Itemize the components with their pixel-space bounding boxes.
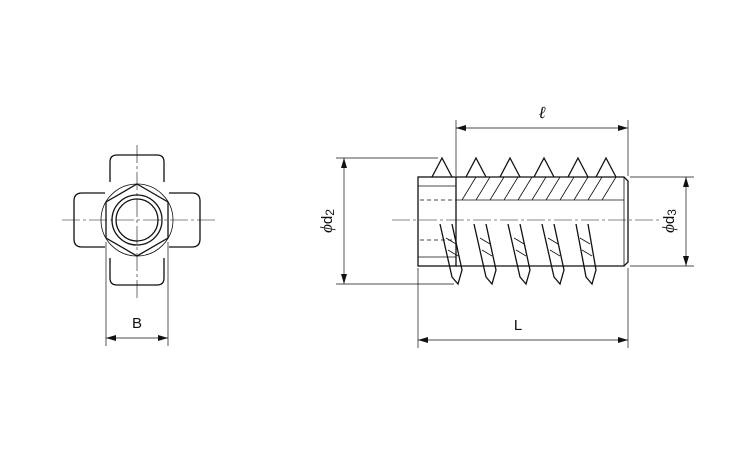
b-label: B [132, 315, 142, 332]
end-view-left-fin [73, 192, 105, 248]
d3-arrow-top [683, 177, 689, 187]
d2-label: ϕd2 [317, 209, 337, 233]
b-arrow-left [106, 335, 116, 341]
end-view-bore-inner [115, 198, 159, 242]
d2-arrow-top [341, 158, 347, 168]
d3-phi-symbol: ϕ [659, 224, 678, 233]
d3-subscript: 3 [665, 209, 679, 216]
l-small-arrow-right [618, 125, 628, 131]
section-hatching [461, 176, 617, 201]
end-view-bottom-fin [109, 258, 165, 286]
d3-label: ϕd3 [659, 209, 679, 233]
d3-arrow-bottom [683, 256, 689, 266]
d2-phi-symbol: ϕ [317, 224, 336, 233]
l-small-label: ℓ [538, 103, 545, 122]
b-arrow-right [158, 335, 168, 341]
insert-head [417, 176, 457, 267]
side-view: ℓ L ϕd2 ϕd3 [317, 103, 694, 348]
d2-subscript: 2 [323, 209, 337, 216]
L-label: L [514, 317, 522, 334]
L-arrow-left [418, 337, 428, 343]
end-view-bore-outer [111, 194, 163, 246]
d3-letter: d [661, 216, 678, 224]
L-arrow-right [618, 337, 628, 343]
bottom-thread-crests [445, 237, 593, 257]
end-view-right-fin [169, 192, 201, 248]
d2-letter: d [319, 216, 336, 224]
end-view-body-circle [100, 183, 174, 257]
l-small-arrow-left [456, 125, 466, 131]
end-view-top-fin [109, 154, 165, 182]
bottom-thread-helix [439, 223, 597, 286]
d2-arrow-bottom [341, 274, 347, 284]
top-thread-teeth [431, 156, 617, 178]
end-view: B [62, 145, 215, 346]
